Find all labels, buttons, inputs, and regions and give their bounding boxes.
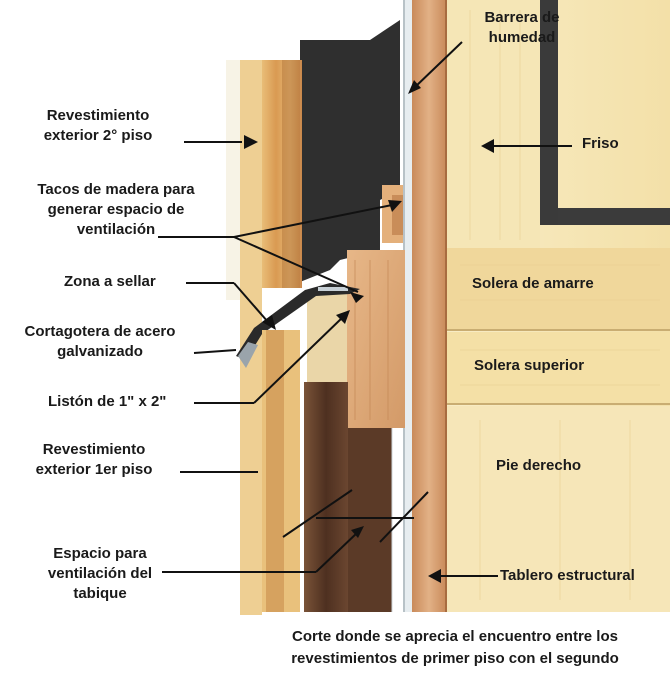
label-liston: Listón de 1" x 2" [48, 393, 167, 410]
interior-framing [420, 0, 670, 612]
label-tacos-madera: Tacos de madera para generar espacio de … [37, 181, 195, 238]
label-pie-derecho: Pie derecho [496, 457, 582, 474]
label-espacio-ventilacion: Espacio para ventilación del tabique [47, 545, 153, 602]
figure-caption: Corte donde se aprecia el encuentro entr… [291, 628, 619, 667]
label-solera-superior: Solera superior [474, 357, 585, 374]
structural-board [412, 0, 447, 612]
label-tablero-estructural: Tablero estructural [500, 567, 635, 584]
label-revestimiento-1-piso: Revestimiento exterior 1er piso [35, 441, 153, 478]
label-cortagotera: Cortagotera de acero galvanizado [24, 323, 176, 360]
label-barrera-humedad: Barrera de humedad [484, 9, 560, 46]
label-friso: Friso [582, 135, 619, 152]
label-solera-amarre: Solera de amarre [472, 275, 594, 292]
label-revestimiento-2-piso: Revestimiento exterior 2° piso [43, 107, 153, 144]
upper-cladding [226, 60, 302, 615]
drip-edge [236, 283, 360, 368]
label-zona-sellar: Zona a sellar [64, 273, 156, 290]
leader-lines [158, 41, 572, 577]
upper-dark-wood [300, 20, 403, 282]
arrowheads [244, 80, 494, 583]
liston-batten [307, 250, 405, 428]
